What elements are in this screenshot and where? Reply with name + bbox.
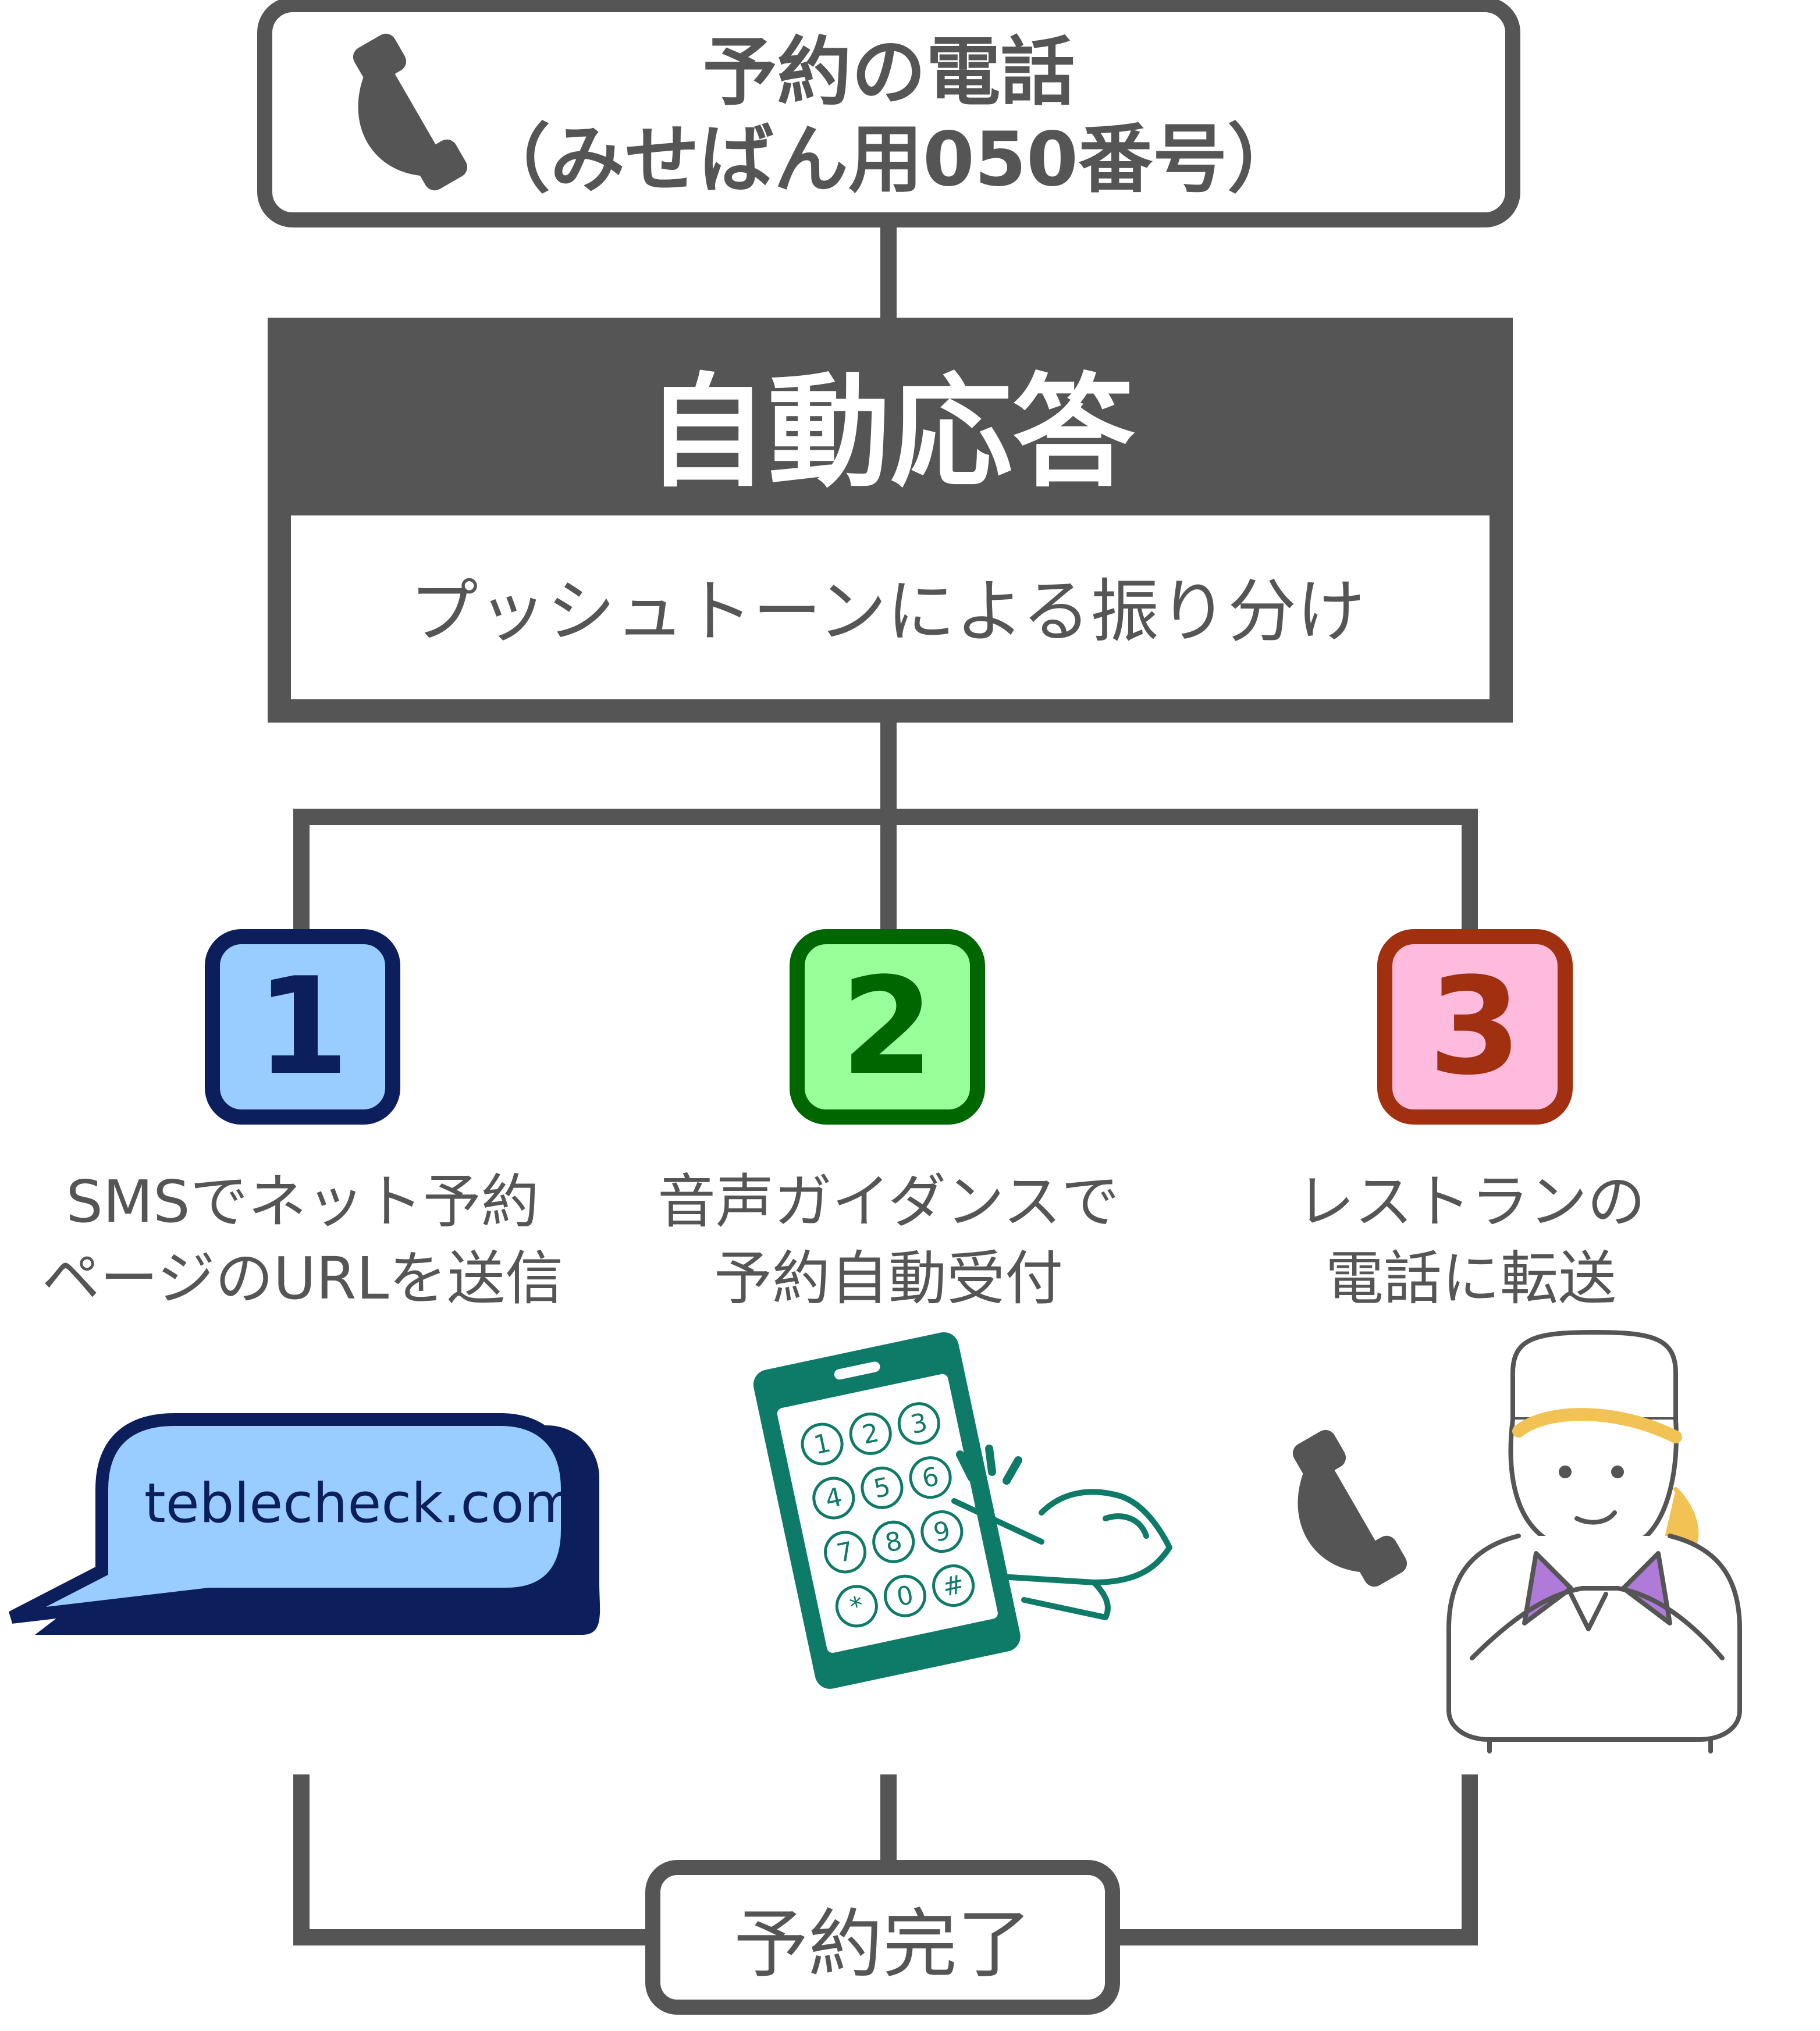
option-2-label-line-1: 音声ガイダンスで (657, 1168, 1119, 1236)
auto-response-title: 自動応答 (645, 361, 1135, 504)
option-1-label-line-1: SMSでネット予約 (66, 1168, 539, 1236)
option-2-number: 2 (840, 949, 934, 1105)
keypad-key (824, 1531, 867, 1574)
completion-box (645, 1860, 1120, 2015)
chef-icon (1446, 1330, 1742, 1753)
connector-bottom-right (1114, 1774, 1478, 1945)
keypad-key (801, 1422, 844, 1466)
keypad-key (932, 1564, 975, 1607)
keypad-key (812, 1477, 855, 1520)
keypad-key (835, 1585, 878, 1628)
keypad-key (861, 1466, 904, 1509)
completion-label: 予約完了 (733, 1901, 1032, 1988)
option-3-label-line-1: レストランの (1296, 1168, 1645, 1236)
auto-response-frame (268, 492, 1513, 723)
option-3-number-box (1377, 929, 1573, 1125)
tap-hand-icon (951, 1445, 1172, 1620)
option-1-label-line-2: ページのURLを送信 (41, 1244, 564, 1312)
keypad-key (897, 1402, 940, 1445)
keypad-key (920, 1510, 964, 1553)
connector-bottom-left (293, 1774, 652, 1945)
keypad-key (883, 1574, 926, 1617)
auto-response-subtitle: プッシュトーンによる振り分け (409, 571, 1366, 652)
header-line-1: 予約の電話 (702, 29, 1075, 116)
option-1-number: 1 (255, 949, 350, 1105)
auto-response-header-bg (268, 318, 1513, 515)
sms-url-text: teblecheck.com (144, 1472, 578, 1535)
option-2-label-line-2: 予約自動受付 (714, 1244, 1063, 1312)
phone-icon (353, 33, 468, 191)
phone-icon-transfer (1292, 1429, 1407, 1587)
option-2-number-box (790, 929, 985, 1125)
sms-bubble-icon (8, 1413, 574, 1624)
option-1-number-box (205, 929, 400, 1125)
keypad-key (849, 1412, 892, 1455)
keypad-key (909, 1456, 952, 1499)
keypad-key (872, 1520, 915, 1563)
header-line-2: （みせばん用050番号） (475, 116, 1302, 203)
option-3-label-line-2: 電話に転送 (1325, 1244, 1616, 1312)
option-3-number: 3 (1428, 949, 1522, 1105)
